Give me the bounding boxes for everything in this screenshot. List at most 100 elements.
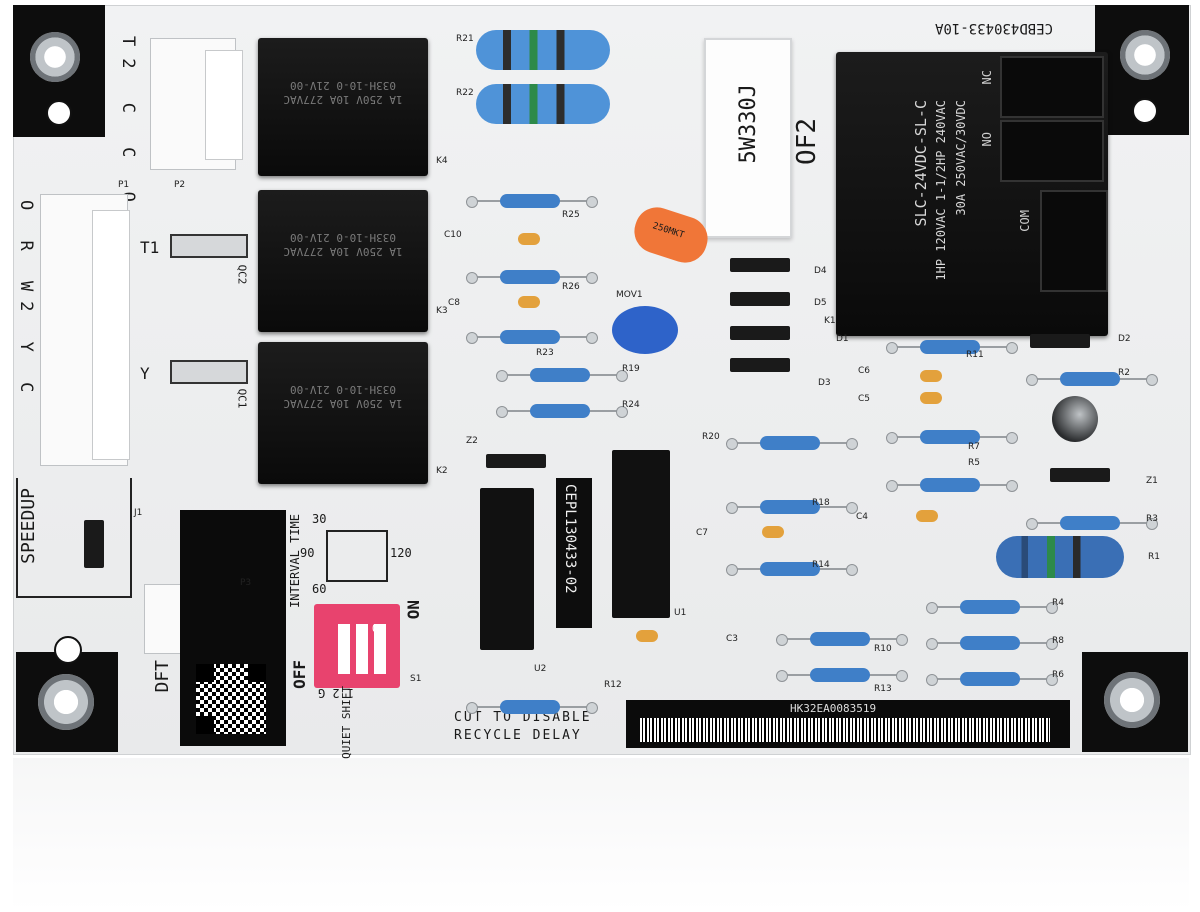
solder-pad: [1046, 638, 1058, 650]
solder-pad: [726, 502, 738, 514]
ref-label-r11: R11: [966, 350, 984, 360]
ref-label-j1: J1: [134, 508, 143, 518]
ref-label-k3: K3: [436, 306, 448, 316]
ref-label-r18: R18: [812, 498, 830, 508]
solder-pad: [886, 480, 898, 492]
ref-label-p2: P2: [174, 180, 186, 190]
relay-k3-label: 033H-10-0 21V-00: [290, 231, 396, 244]
mov1-label: MOV1: [616, 290, 643, 300]
solder-pad: [1026, 518, 1038, 530]
ref-label-d5: D5: [814, 298, 827, 308]
ref-label-z1: Z1: [1146, 476, 1158, 486]
terminal-nc-label: NC: [980, 70, 994, 85]
connector-p1-housing: [92, 210, 130, 460]
ceramic-capacitor: [518, 233, 540, 245]
relay-k4-label: 033H-10-0 21V-00: [290, 79, 396, 92]
resistor: [920, 478, 980, 492]
power-resistor: [704, 38, 792, 238]
main-relay-rating2: 30A 250VAC/30VDC: [954, 100, 968, 216]
speedup-outline: [16, 478, 132, 598]
ic-label: CEPL130433-02: [562, 484, 578, 594]
ref-label-r6: R6: [1052, 670, 1064, 680]
board-reflection: [13, 758, 1189, 912]
ref-label-d2: D2: [1118, 334, 1131, 344]
dip-slot-2: [356, 624, 368, 674]
ref-label-c3: C3: [726, 634, 739, 644]
ref-label-k4: K4: [436, 156, 448, 166]
solder-pad: [926, 638, 938, 650]
ref-label-c7: C7: [696, 528, 709, 538]
ref-label-r23: R23: [536, 348, 554, 358]
solder-pad: [1046, 602, 1058, 614]
solder-pad: [926, 602, 938, 614]
ref-label-r24: R24: [622, 400, 640, 410]
solder-pad: [586, 332, 598, 344]
terminal-com-label: COM: [1018, 210, 1032, 232]
solder-pad: [1146, 374, 1158, 386]
relay-k3: 033H-10-0 21V-00 1A 250V 10A 277VAC: [258, 190, 428, 332]
ref-label-c5: C5: [858, 394, 871, 404]
ref-label-r8: R8: [1052, 636, 1064, 646]
ref-label-r12: R12: [604, 680, 622, 690]
resistor: [1060, 372, 1120, 386]
ic-u1: [612, 450, 670, 618]
diode: [730, 326, 790, 340]
solder-pad: [1146, 518, 1158, 530]
connector-p1-label: O R W2 Y C: [16, 200, 36, 403]
resistor: [530, 404, 590, 418]
ref-label-r10: R10: [874, 644, 892, 654]
power-resistor-label: 5W330J: [736, 84, 761, 164]
ceramic-capacitor: [916, 510, 938, 522]
relay-k2-rating: 1A 250V 10A 277VAC: [283, 397, 403, 410]
solder-pad: [586, 702, 598, 714]
ic-u2: [480, 488, 534, 650]
resistor: [1060, 516, 1120, 530]
solder-pad: [616, 406, 628, 418]
mov1-varistor: [612, 306, 678, 354]
ref-label-r22: R22: [456, 88, 474, 98]
dip-slot-1: [338, 624, 350, 674]
resistor: [810, 632, 870, 646]
diode: [1030, 334, 1090, 348]
cut-to-disable-label: CUT TO DISABLE: [454, 710, 592, 725]
resistor: [760, 562, 820, 576]
qc2-label: QC2: [235, 264, 249, 285]
via-hole: [54, 636, 82, 664]
resistor: [960, 672, 1020, 686]
barcode: [640, 718, 1050, 742]
dip-slot-3: [374, 624, 386, 674]
ref-label-r5: R5: [968, 458, 980, 468]
solder-pad: [496, 406, 508, 418]
interval-time-label: INTERVAL TIME: [288, 514, 302, 608]
ceramic-capacitor: [636, 630, 658, 642]
solder-pad: [466, 702, 478, 714]
solder-pad: [886, 342, 898, 354]
resistor: [760, 436, 820, 450]
ref-label-c8: C8: [448, 298, 461, 308]
ref-label-c6: C6: [858, 366, 871, 376]
solder-pad: [1006, 342, 1018, 354]
qc2-terminal: [170, 234, 248, 258]
via-hole: [1132, 98, 1158, 124]
diode: [486, 454, 546, 468]
ref-label-r25: R25: [562, 210, 580, 220]
interval-30: 30: [312, 512, 327, 526]
interval-60: 60: [312, 582, 327, 596]
solder-pad: [926, 674, 938, 686]
solder-pad: [616, 370, 628, 382]
resistor: [500, 194, 560, 208]
resistor: [500, 700, 560, 714]
ref-label-r3: R3: [1146, 514, 1158, 524]
connector-p2-housing: [205, 50, 243, 160]
mounting-hole: [30, 32, 80, 82]
relay-k4-rating: 1A 250V 10A 277VAC: [283, 93, 403, 106]
ceramic-capacitor: [920, 392, 942, 404]
solder-pad: [1006, 432, 1018, 444]
connector-t2-label: T2 C C O: [118, 36, 138, 214]
resistor: [500, 270, 560, 284]
board-code: CEBD430433-10A: [935, 20, 1054, 36]
ref-label-r26: R26: [562, 282, 580, 292]
interval-selector-box: [326, 530, 388, 582]
quiet-shift-label: QUIET SHIFT: [340, 686, 353, 759]
solder-pad: [896, 670, 908, 682]
